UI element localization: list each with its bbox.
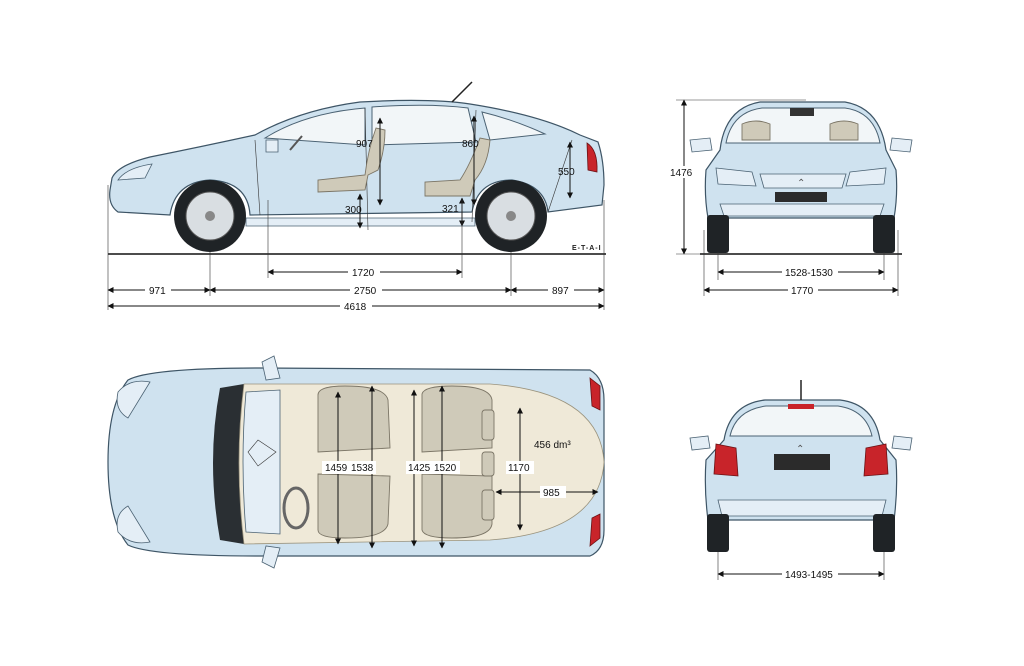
rear-view: ⌃ 1493-1495 bbox=[689, 380, 913, 581]
seat-height-rear-label: 321 bbox=[442, 204, 459, 215]
headroom-front-label: 907 bbox=[356, 139, 373, 150]
rear-elbow-width-label: 1425 bbox=[408, 463, 431, 474]
front-track-label: 1528-1530 bbox=[785, 268, 833, 279]
side-front-wheel bbox=[174, 180, 246, 252]
svg-text:⌃: ⌃ bbox=[796, 444, 804, 455]
front-shoulder-width-label: 1538 bbox=[351, 463, 374, 474]
front-view: ⌃ 1476 1528-1530 1770 bbox=[668, 99, 913, 297]
wheelbase-label: 2750 bbox=[354, 286, 377, 297]
front-elbow-width-label: 1459 bbox=[325, 463, 348, 474]
seat-height-front-label: 300 bbox=[345, 205, 362, 216]
width-label: 1770 bbox=[791, 286, 814, 297]
rear-track-label: 1493-1495 bbox=[785, 570, 833, 581]
interior-length-label: 1720 bbox=[352, 268, 375, 279]
svg-text:⌃: ⌃ bbox=[797, 178, 805, 189]
boot-width-label: 1170 bbox=[508, 463, 530, 474]
credit-label: E-T-A-I bbox=[572, 245, 602, 252]
height-label: 1476 bbox=[670, 168, 693, 179]
rear-shoulder-width-label: 1520 bbox=[434, 463, 457, 474]
side-rear-wheel bbox=[475, 180, 547, 252]
rear-overhang-label: 897 bbox=[552, 286, 569, 297]
boot-volume-label: 456 dm³ bbox=[534, 440, 571, 451]
boot-length-label: 985 bbox=[543, 488, 560, 499]
overall-length-label: 4618 bbox=[344, 302, 367, 313]
boot-sill-label: 550 bbox=[558, 167, 575, 178]
headroom-rear-label: 860 bbox=[462, 139, 479, 150]
top-view: 1459 1538 1425 1520 1170 456 dm³ 985 bbox=[107, 355, 605, 569]
side-view: E-T-A-I 907 860 550 300 321 1720 971 275… bbox=[107, 81, 606, 313]
front-overhang-label: 971 bbox=[149, 286, 166, 297]
